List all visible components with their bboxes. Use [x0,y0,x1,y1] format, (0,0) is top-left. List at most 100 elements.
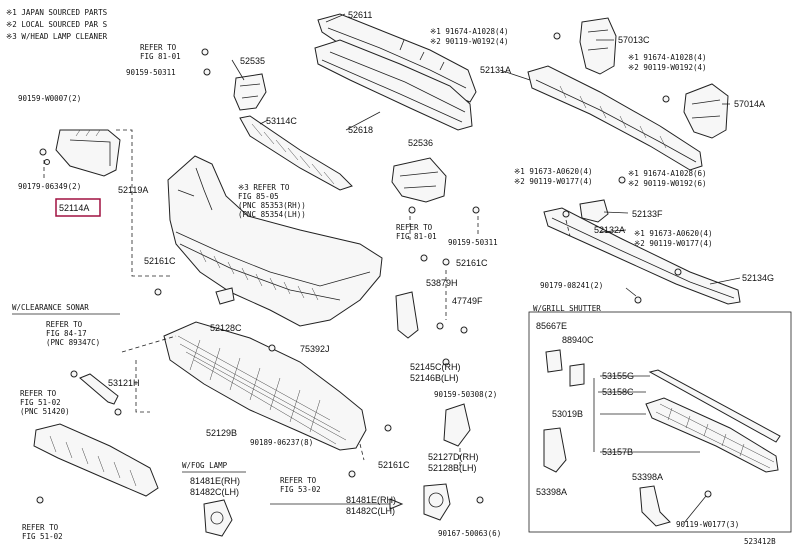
label-91674-a1028-a[interactable]: ※1 91674-A1028(4) [430,27,509,36]
label-52161c-c[interactable]: 52161C [378,460,410,470]
part-53121h-shape [79,373,119,405]
label-53114c[interactable]: 53114C [266,116,297,126]
label-52134g[interactable]: 52134G [742,273,774,283]
label-52161c-b[interactable]: 52161C [456,258,488,268]
label-53155g[interactable]: 53155G [602,371,634,381]
label-57014a[interactable]: 57014A [734,99,765,109]
label-90179-08241[interactable]: 90179-08241(2) [540,281,603,290]
ref-line: REFER TO [396,223,433,232]
label-52536[interactable]: 52536 [408,138,433,148]
label-81481e-a[interactable]: 81481E(RH) [190,476,240,486]
bolt-icon [348,470,356,478]
fog-arrow-head-icon [389,498,404,510]
label-52127d[interactable]: 52127D(RH) [428,452,479,462]
label-52131a[interactable]: 52131A [480,65,511,75]
label-47749f[interactable]: 47749F [452,296,483,306]
bolt-icon [476,496,484,504]
label-53157b[interactable]: 53157B [602,447,633,457]
label-52114a[interactable]: 52114A [59,203,89,213]
section-grill-shutter: W/GRILL SHUTTER [533,304,601,313]
part-52132a-shape [543,207,741,305]
label-81481e-b[interactable]: 81481E(RH) [346,495,396,505]
label-290119-w0177-a[interactable]: ※2 90119-W0177(4) [514,177,593,186]
bolt-icon [634,296,642,304]
bolt-icon [420,254,428,262]
label-290119-w0192-b[interactable]: ※2 90119-W0192(4) [628,63,707,72]
bolt-icon [472,206,480,214]
legend: ※1 JAPAN SOURCED PARTS ※2 LOCAL SOURCED … [6,8,108,41]
label-81482c-a[interactable]: 81482C(LH) [190,487,239,497]
label-52161c-a[interactable]: 52161C [144,256,176,266]
label-52535[interactable]: 52535 [240,56,265,66]
legend-line-1: ※1 JAPAN SOURCED PARTS [6,8,108,17]
label-90159-w0007[interactable]: 90159-W0007(2) [18,94,81,103]
label-90179-06349[interactable]: 90179-06349(2) [18,182,81,191]
label-90189-06237[interactable]: 90189-06237(8) [250,438,313,447]
label-52611[interactable]: 52611 [348,10,372,20]
label-52146b[interactable]: 52146B(LH) [410,373,459,383]
bolt-icon [36,496,44,504]
label-53398a-b[interactable]: 53398A [632,472,663,482]
label-88940c[interactable]: 88940C [562,335,594,345]
bolt-icon [114,408,122,416]
label-57013c[interactable]: 57013C [618,35,650,45]
label-90159-50311-a[interactable]: 90159-50311 [126,68,176,77]
label-75392j[interactable]: 75392J [300,344,330,354]
label-90159-50311-b[interactable]: 90159-50311 [448,238,498,247]
label-52129b[interactable]: 52129B [206,428,237,438]
label-53019b[interactable]: 53019B [552,409,583,419]
label-52128c[interactable]: 52128C [210,323,242,333]
ref-line: REFER TO [46,320,83,329]
label-53879h[interactable]: 53879H [426,278,458,288]
ref-line: FIG 84-17 [46,329,87,338]
label-91673-a0620-a[interactable]: ※1 91673-A0620(4) [514,167,593,176]
ref-line: FIG 85-05 [238,192,279,201]
clip-icon [268,344,276,352]
label-290119-w0177-b[interactable]: ※2 90119-W0177(4) [634,239,713,248]
dashed-lines [43,129,571,470]
label-91674-a1028-c[interactable]: ※1 91674-A1028(6) [628,169,707,178]
ref-line: FIG 53-02 [280,485,321,494]
label-52128b[interactable]: 52128B(LH) [428,463,477,473]
ref-line: ※3 REFER TO [238,183,290,192]
part-fog-lamp-shape [423,483,451,521]
label-52618[interactable]: 52618 [348,125,373,135]
part-85667e-shape [545,349,563,373]
bolt-icon [618,176,626,184]
ref-line: (PNC 85354(LH)) [238,210,306,219]
label-290119-w0192-a[interactable]: ※2 90119-W0192(4) [430,37,509,46]
label-90119-w0177[interactable]: 90119-W0177(3) [676,520,739,529]
legend-line-3: ※3 W/HEAD LAMP CLEANER [6,32,108,41]
bolt-icon [553,32,561,40]
label-85667e[interactable]: 85667E [536,321,567,331]
label-53121h[interactable]: 53121H [108,378,140,388]
label-53158c[interactable]: 53158C [602,387,634,397]
label-91673-a0620-b[interactable]: ※1 91673-A0620(4) [634,229,713,238]
label-90159-50308[interactable]: 90159-50308(2) [434,390,497,399]
label-53398a-a[interactable]: 53398A [536,487,567,497]
label-90167-50063[interactable]: 90167-50063(6) [438,529,501,538]
clip-icon [70,370,78,378]
part-52119a-shape [167,155,383,327]
ref-line: (PNC 51420) [20,407,70,416]
clip-icon [436,322,444,330]
label-52119a[interactable]: 52119A [118,185,148,195]
part-53019b-shape [645,397,779,473]
label-91674-a1028-b[interactable]: ※1 91674-A1028(4) [628,53,707,62]
label-81482c-b[interactable]: 81482C(LH) [346,506,395,516]
clip-icon [460,326,468,334]
part-53155g-shape [648,369,781,443]
part-57014a-shape [683,83,729,139]
label-52133f[interactable]: 52133F [632,209,663,219]
label-52132a[interactable]: 52132A [594,225,625,235]
label-290119-w0192-c[interactable]: ※2 90119-W0192(6) [628,179,707,188]
label-52145c[interactable]: 52145C(RH) [410,362,461,372]
